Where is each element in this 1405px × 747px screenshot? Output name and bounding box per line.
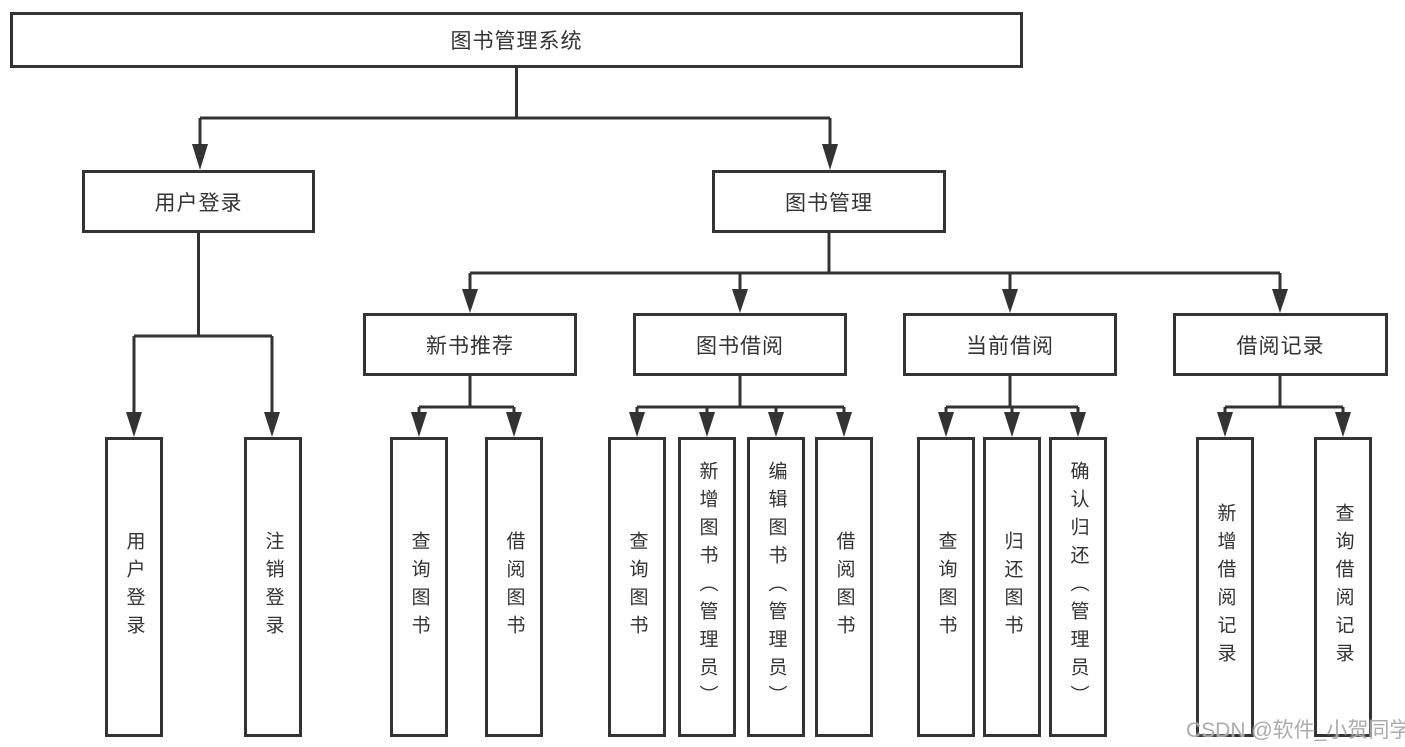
leaf-query-books-current: 查询图书 bbox=[917, 437, 975, 737]
leaf-confirm-return-admin: 确认归还（管理员） bbox=[1049, 437, 1107, 737]
leaf-add-books-admin: 新增图书（管理员） bbox=[678, 437, 736, 737]
leaf-logout: 注销登录 bbox=[244, 437, 302, 737]
leaf-return-books: 归还图书 bbox=[983, 437, 1041, 737]
node-book-borrowing-label: 图书借阅 bbox=[696, 334, 784, 358]
node-book-management-label: 图书管理 bbox=[785, 191, 873, 215]
node-book-management: 图书管理 bbox=[712, 170, 946, 233]
node-new-book-recommend: 新书推荐 bbox=[363, 313, 577, 376]
leaf-add-borrow-record: 新增借阅记录 bbox=[1196, 437, 1254, 737]
leaf-edit-books-admin: 编辑图书（管理员） bbox=[747, 437, 805, 737]
leaf-query-books-borrow: 查询图书 bbox=[608, 437, 666, 737]
node-user-login: 用户登录 bbox=[82, 170, 315, 233]
node-book-borrowing: 图书借阅 bbox=[633, 313, 847, 376]
csdn-watermark: CSDN @软件_小贺同学 bbox=[1186, 719, 1405, 742]
node-root: 图书管理系统 bbox=[10, 12, 1023, 68]
leaf-user-login: 用户登录 bbox=[105, 437, 163, 737]
leaf-query-books-recommend: 查询图书 bbox=[390, 437, 448, 737]
node-user-login-label: 用户登录 bbox=[154, 191, 243, 215]
node-current-borrowing-label: 当前借阅 bbox=[966, 334, 1054, 358]
node-root-label: 图书管理系统 bbox=[450, 30, 583, 53]
arrowheads bbox=[126, 144, 1351, 437]
leaf-borrow-books-recommend: 借阅图书 bbox=[485, 437, 543, 737]
node-borrow-records: 借阅记录 bbox=[1173, 313, 1388, 376]
leaf-query-borrow-record: 查询借阅记录 bbox=[1314, 437, 1372, 737]
node-borrow-records-label: 借阅记录 bbox=[1236, 334, 1325, 358]
node-new-book-recommend-label: 新书推荐 bbox=[426, 334, 514, 358]
leaf-borrow-books: 借阅图书 bbox=[815, 437, 873, 737]
node-current-borrowing: 当前借阅 bbox=[903, 313, 1117, 376]
